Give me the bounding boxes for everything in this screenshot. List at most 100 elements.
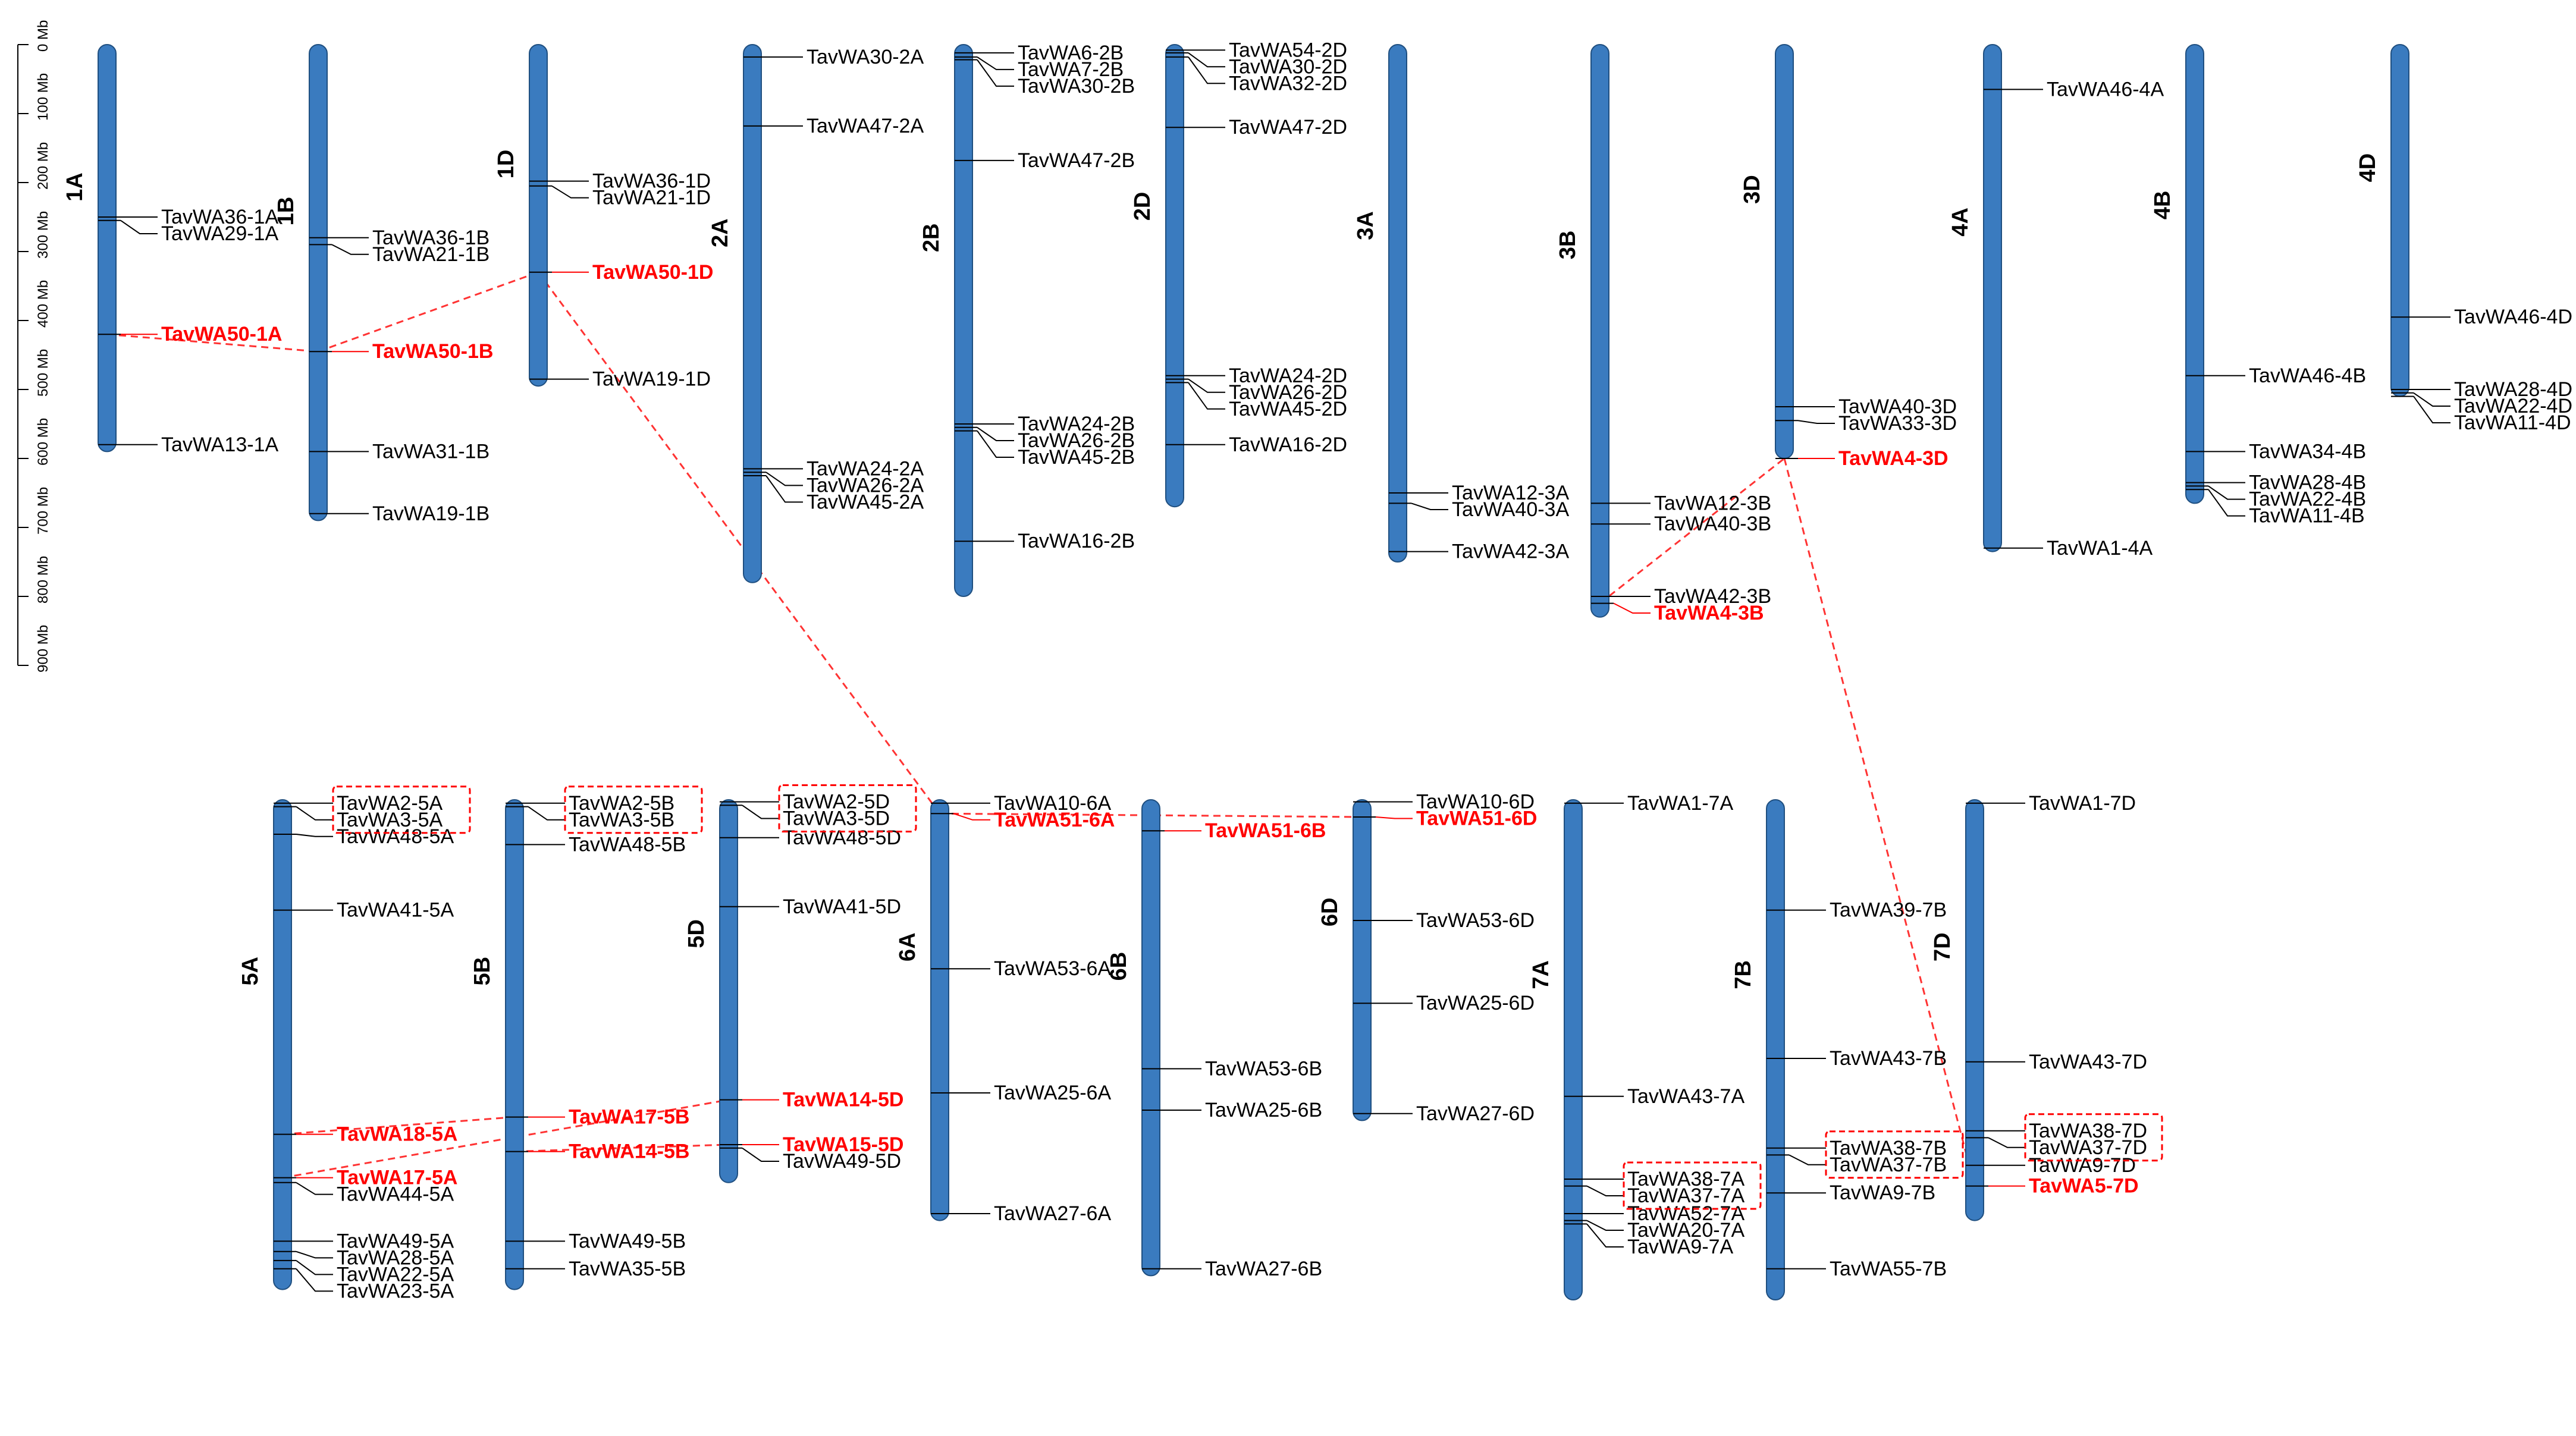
gene-marker[interactable]: TavWA51-6D — [1353, 807, 1537, 829]
gene-label[interactable]: TavWA16-2D — [1229, 433, 1347, 456]
gene-label[interactable]: TavWA30-2A — [807, 46, 924, 68]
gene-label[interactable]: TavWA47-2B — [1018, 149, 1135, 172]
gene-marker[interactable]: TavWA26-2A — [743, 472, 924, 497]
gene-label[interactable]: TavWA29-1A — [161, 222, 278, 245]
gene-marker[interactable]: TavWA50-1D — [529, 261, 713, 284]
gene-label[interactable]: TavWA1-7D — [2029, 792, 2136, 815]
gene-marker[interactable]: TavWA39-7B — [1767, 899, 1947, 922]
gene-marker[interactable]: TavWA47-2B — [955, 149, 1135, 172]
gene-marker[interactable]: TavWA6-2B — [955, 42, 1124, 64]
chromosome-bar[interactable] — [1141, 799, 1160, 1277]
chromosome-bar[interactable] — [1388, 44, 1407, 563]
gene-label[interactable]: TavWA34-4B — [2249, 440, 2366, 463]
gene-label[interactable]: TavWA47-2A — [807, 115, 924, 137]
gene-label[interactable]: TavWA26-2B — [1018, 429, 1135, 452]
gene-marker[interactable]: TavWA11-4D — [2391, 395, 2571, 434]
gene-marker[interactable]: TavWA43-7A — [1564, 1085, 1744, 1108]
chromosome-bar[interactable] — [1590, 44, 1609, 618]
gene-marker[interactable]: TavWA14-5D — [720, 1089, 903, 1111]
gene-marker[interactable]: TavWA40-3B — [1591, 513, 1771, 535]
gene-marker[interactable]: TavWA22-4D — [2391, 392, 2572, 417]
gene-marker[interactable]: TavWA51-6B — [1142, 819, 1326, 842]
gene-label[interactable]: TavWA41-5D — [783, 895, 901, 918]
gene-label[interactable]: TavWA55-7B — [1830, 1258, 1947, 1280]
gene-marker[interactable]: TavWA28-4D — [2391, 378, 2572, 401]
chromosome-1A[interactable]: 1ATavWA36-1ATavWA29-1ATavWA50-1ATavWA13-… — [62, 44, 282, 456]
gene-marker[interactable]: TavWA36-1D — [529, 170, 711, 193]
chromosome-6B[interactable]: 6BTavWA51-6BTavWA53-6BTavWA25-6BTavWA27-… — [1106, 799, 1326, 1280]
gene-label[interactable]: TavWA3-5A — [337, 809, 443, 831]
gene-label[interactable]: TavWA50-1D — [592, 261, 713, 284]
gene-label[interactable]: TavWA48-5B — [569, 833, 686, 856]
chromosome-bar[interactable] — [529, 44, 548, 387]
gene-label[interactable]: TavWA37-7D — [2029, 1136, 2147, 1159]
gene-label[interactable]: TavWA21-1B — [372, 243, 490, 266]
gene-label[interactable]: TavWA53-6B — [1205, 1057, 1322, 1080]
gene-marker[interactable]: TavWA9-7A — [1564, 1223, 1734, 1258]
gene-label[interactable]: TavWA39-7B — [1830, 899, 1947, 922]
gene-marker[interactable]: TavWA2-5D — [720, 790, 890, 813]
gene-label[interactable]: TavWA43-7D — [2029, 1051, 2147, 1073]
chromosome-4D[interactable]: 4DTavWA46-4DTavWA28-4DTavWA22-4DTavWA11-… — [2355, 44, 2572, 434]
gene-label[interactable]: TavWA14-5D — [783, 1089, 903, 1111]
chromosome-3B[interactable]: 3BTavWA12-3BTavWA40-3BTavWA42-3BTavWA4-3… — [1555, 44, 1771, 624]
gene-label[interactable]: TavWA14-5B — [569, 1140, 689, 1163]
gene-marker[interactable]: TavWA10-6D — [1353, 790, 1535, 813]
gene-label[interactable]: TavWA25-6B — [1205, 1099, 1322, 1121]
chromosome-bar[interactable] — [273, 799, 292, 1290]
gene-label[interactable]: TavWA21-1D — [592, 187, 711, 209]
gene-label[interactable]: TavWA37-7A — [1627, 1184, 1744, 1207]
gene-marker[interactable]: TavWA1-7D — [1966, 792, 2136, 815]
gene-marker[interactable]: TavWA24-2D — [1166, 365, 1347, 387]
gene-label[interactable]: TavWA38-7A — [1627, 1168, 1744, 1190]
chromosome-bar[interactable] — [1165, 44, 1184, 508]
gene-marker[interactable]: TavWA43-7D — [1966, 1051, 2147, 1073]
gene-label[interactable]: TavWA31-1B — [372, 440, 490, 463]
gene-marker[interactable]: TavWA17-5B — [506, 1106, 689, 1129]
gene-marker[interactable]: TavWA53-6B — [1142, 1057, 1322, 1080]
gene-label[interactable]: TavWA51-6A — [994, 809, 1115, 831]
gene-label[interactable]: TavWA42-3A — [1452, 541, 1569, 563]
chromosome-2A[interactable]: 2ATavWA30-2ATavWA47-2ATavWA24-2ATavWA26-… — [708, 44, 924, 583]
gene-label[interactable]: TavWA22-4B — [2249, 488, 2366, 511]
gene-marker[interactable]: TavWA38-7B — [1767, 1137, 1947, 1160]
gene-marker[interactable]: TavWA27-6D — [1353, 1102, 1535, 1125]
gene-marker[interactable]: TavWA25-6A — [931, 1082, 1111, 1104]
gene-marker[interactable]: TavWA55-7B — [1767, 1258, 1947, 1280]
gene-marker[interactable]: TavWA25-6B — [1142, 1099, 1322, 1121]
gene-label[interactable]: TavWA51-6D — [1416, 807, 1537, 829]
chromosome-bar[interactable] — [743, 44, 762, 583]
gene-marker[interactable]: TavWA48-5B — [506, 833, 686, 856]
chromosome-7B[interactable]: 7BTavWA39-7BTavWA43-7BTavWA38-7BTavWA37-… — [1731, 799, 1964, 1300]
gene-marker[interactable]: TavWA27-6B — [1142, 1258, 1322, 1280]
gene-marker[interactable]: TavWA49-5B — [506, 1230, 686, 1252]
chromosome-bar[interactable] — [1775, 44, 1794, 459]
gene-marker[interactable]: TavWA26-2D — [1166, 378, 1347, 404]
gene-label[interactable]: TavWA38-7B — [1830, 1137, 1947, 1160]
gene-label[interactable]: TavWA4-3D — [1838, 447, 1949, 470]
gene-label[interactable]: TavWA37-7B — [1830, 1154, 1947, 1176]
gene-label[interactable]: TavWA23-5A — [337, 1280, 454, 1302]
gene-label[interactable]: TavWA22-4D — [2454, 395, 2572, 417]
gene-marker[interactable]: TavWA30-2A — [743, 46, 924, 68]
gene-marker[interactable]: TavWA41-5D — [720, 895, 901, 918]
gene-marker[interactable]: TavWA12-3B — [1591, 492, 1771, 514]
gene-label[interactable]: TavWA32-2D — [1229, 72, 1347, 95]
gene-marker[interactable]: TavWA1-7A — [1564, 792, 1734, 815]
gene-marker[interactable]: TavWA53-6A — [931, 957, 1111, 980]
gene-marker[interactable]: TavWA24-2B — [955, 413, 1135, 435]
gene-label[interactable]: TavWA40-3B — [1654, 513, 1771, 535]
gene-label[interactable]: TavWA9-7A — [1627, 1236, 1734, 1258]
gene-marker[interactable]: TavWA37-7A — [1564, 1184, 1744, 1207]
gene-marker[interactable]: TavWA4-3D — [1775, 447, 1949, 470]
gene-label[interactable]: TavWA27-6B — [1205, 1258, 1322, 1280]
gene-marker[interactable]: TavWA49-5A — [274, 1230, 454, 1252]
gene-label[interactable]: TavWA15-5D — [783, 1133, 903, 1156]
gene-label[interactable]: TavWA54-2D — [1229, 39, 1347, 61]
gene-marker[interactable]: TavWA33-3D — [1775, 412, 1957, 435]
gene-marker[interactable]: TavWA21-1B — [309, 243, 490, 266]
gene-label[interactable]: TavWA46-4A — [2047, 78, 2164, 100]
gene-marker[interactable]: TavWA48-5A — [274, 825, 454, 848]
